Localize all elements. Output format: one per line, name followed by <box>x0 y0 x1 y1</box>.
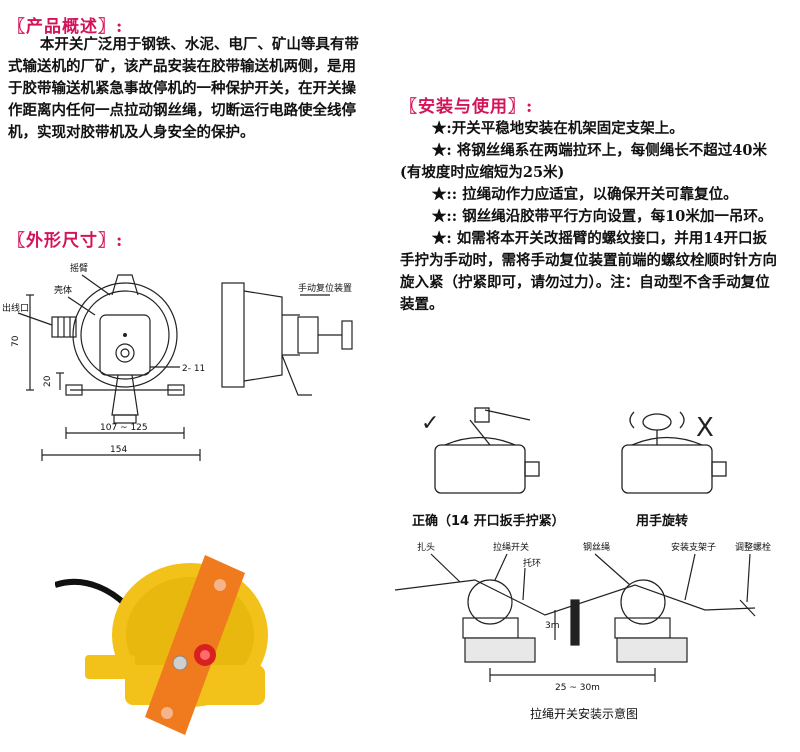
correct-usage-image: ✓ <box>421 407 540 494</box>
cross-mark-icon: X <box>696 413 714 443</box>
installation-list: ★:开关平稳地安装在机架固定支架上。 ★: 将钢丝绳系在两端拉环上，每侧绳长不超… <box>400 118 780 316</box>
label-tie-switch: 扎头 <box>417 541 435 553</box>
installation-title: 〖安装与使用〗: <box>400 97 534 117</box>
label-cable-outlet: 出线口 <box>2 302 29 314</box>
overview-title: 〖产品概述〗: <box>8 17 124 37</box>
dimension-drawing: 摇臂 壳体 出线口 手动复位装置 70 20 2- 11 107 ~ 125 1… <box>2 262 353 461</box>
dimensions-title: 〖外形尺寸〗: <box>8 231 124 251</box>
installation-diagram: 扎头 拉绳开关 托环 钢丝绳 安装支架子 调整螺栓 3m 25 ~ 30m 拉绳… <box>395 541 771 721</box>
installation-item: ★:开关平稳地安装在机架固定支架上。 <box>431 120 684 137</box>
label-dim-25-30m: 25 ~ 30m <box>555 683 600 693</box>
wrong-caption: 用手旋转 <box>636 514 689 529</box>
installation-item: ★: 将钢丝绳系在两端拉环上，每侧绳长不超过40米(有坡度时应缩短为25米) <box>400 142 767 181</box>
label-manual-reset: 手动复位装置 <box>298 282 352 294</box>
installation-item: ★: 如需将本开关改摇臂的螺纹接口，并用14开口扳手拧为手动时，需将手动复位装置… <box>400 230 777 313</box>
label-dim-70: 70 <box>11 335 21 347</box>
diagram-caption: 拉绳开关安装示意图 <box>530 706 638 721</box>
overview-text: 本开关广泛用于钢铁、水泥、电厂、矿山等具有带式输送机的厂矿，该产品安装在胶带输送… <box>8 34 368 144</box>
label-dim-3m: 3m <box>545 621 560 631</box>
label-tension-bolt: 调整螺栓 <box>735 541 771 553</box>
label-dim-107-125: 107 ~ 125 <box>100 423 148 433</box>
label-dim-20: 20 <box>43 375 53 387</box>
wrong-usage-image: X <box>621 411 727 494</box>
label-rocker-arm: 摇臂 <box>70 262 88 274</box>
label-steel-rope: 钢丝绳 <box>583 541 610 553</box>
correct-caption: 正确（14 开口扳手拧紧） <box>412 514 565 529</box>
installation-item: ★:: 拉绳动作力应适宜，以确保开关可靠复位。 <box>431 186 738 203</box>
label-ring: 托环 <box>523 557 541 569</box>
product-photo <box>55 555 268 735</box>
label-dim-154: 154 <box>110 445 127 455</box>
check-mark-icon: ✓ <box>421 411 439 436</box>
label-pull-switch: 拉绳开关 <box>493 541 529 553</box>
installation-item: ★:: 钢丝绳沿胶带平行方向设置，每10米加一吊环。 <box>431 208 773 225</box>
overview-paragraph: 本开关广泛用于钢铁、水泥、电厂、矿山等具有带式输送机的厂矿，该产品安装在胶带输送… <box>8 36 359 141</box>
label-shell: 壳体 <box>54 284 72 296</box>
label-bracket: 安装支架子 <box>671 541 716 553</box>
label-dim-2-11: 2- 11 <box>182 364 205 374</box>
